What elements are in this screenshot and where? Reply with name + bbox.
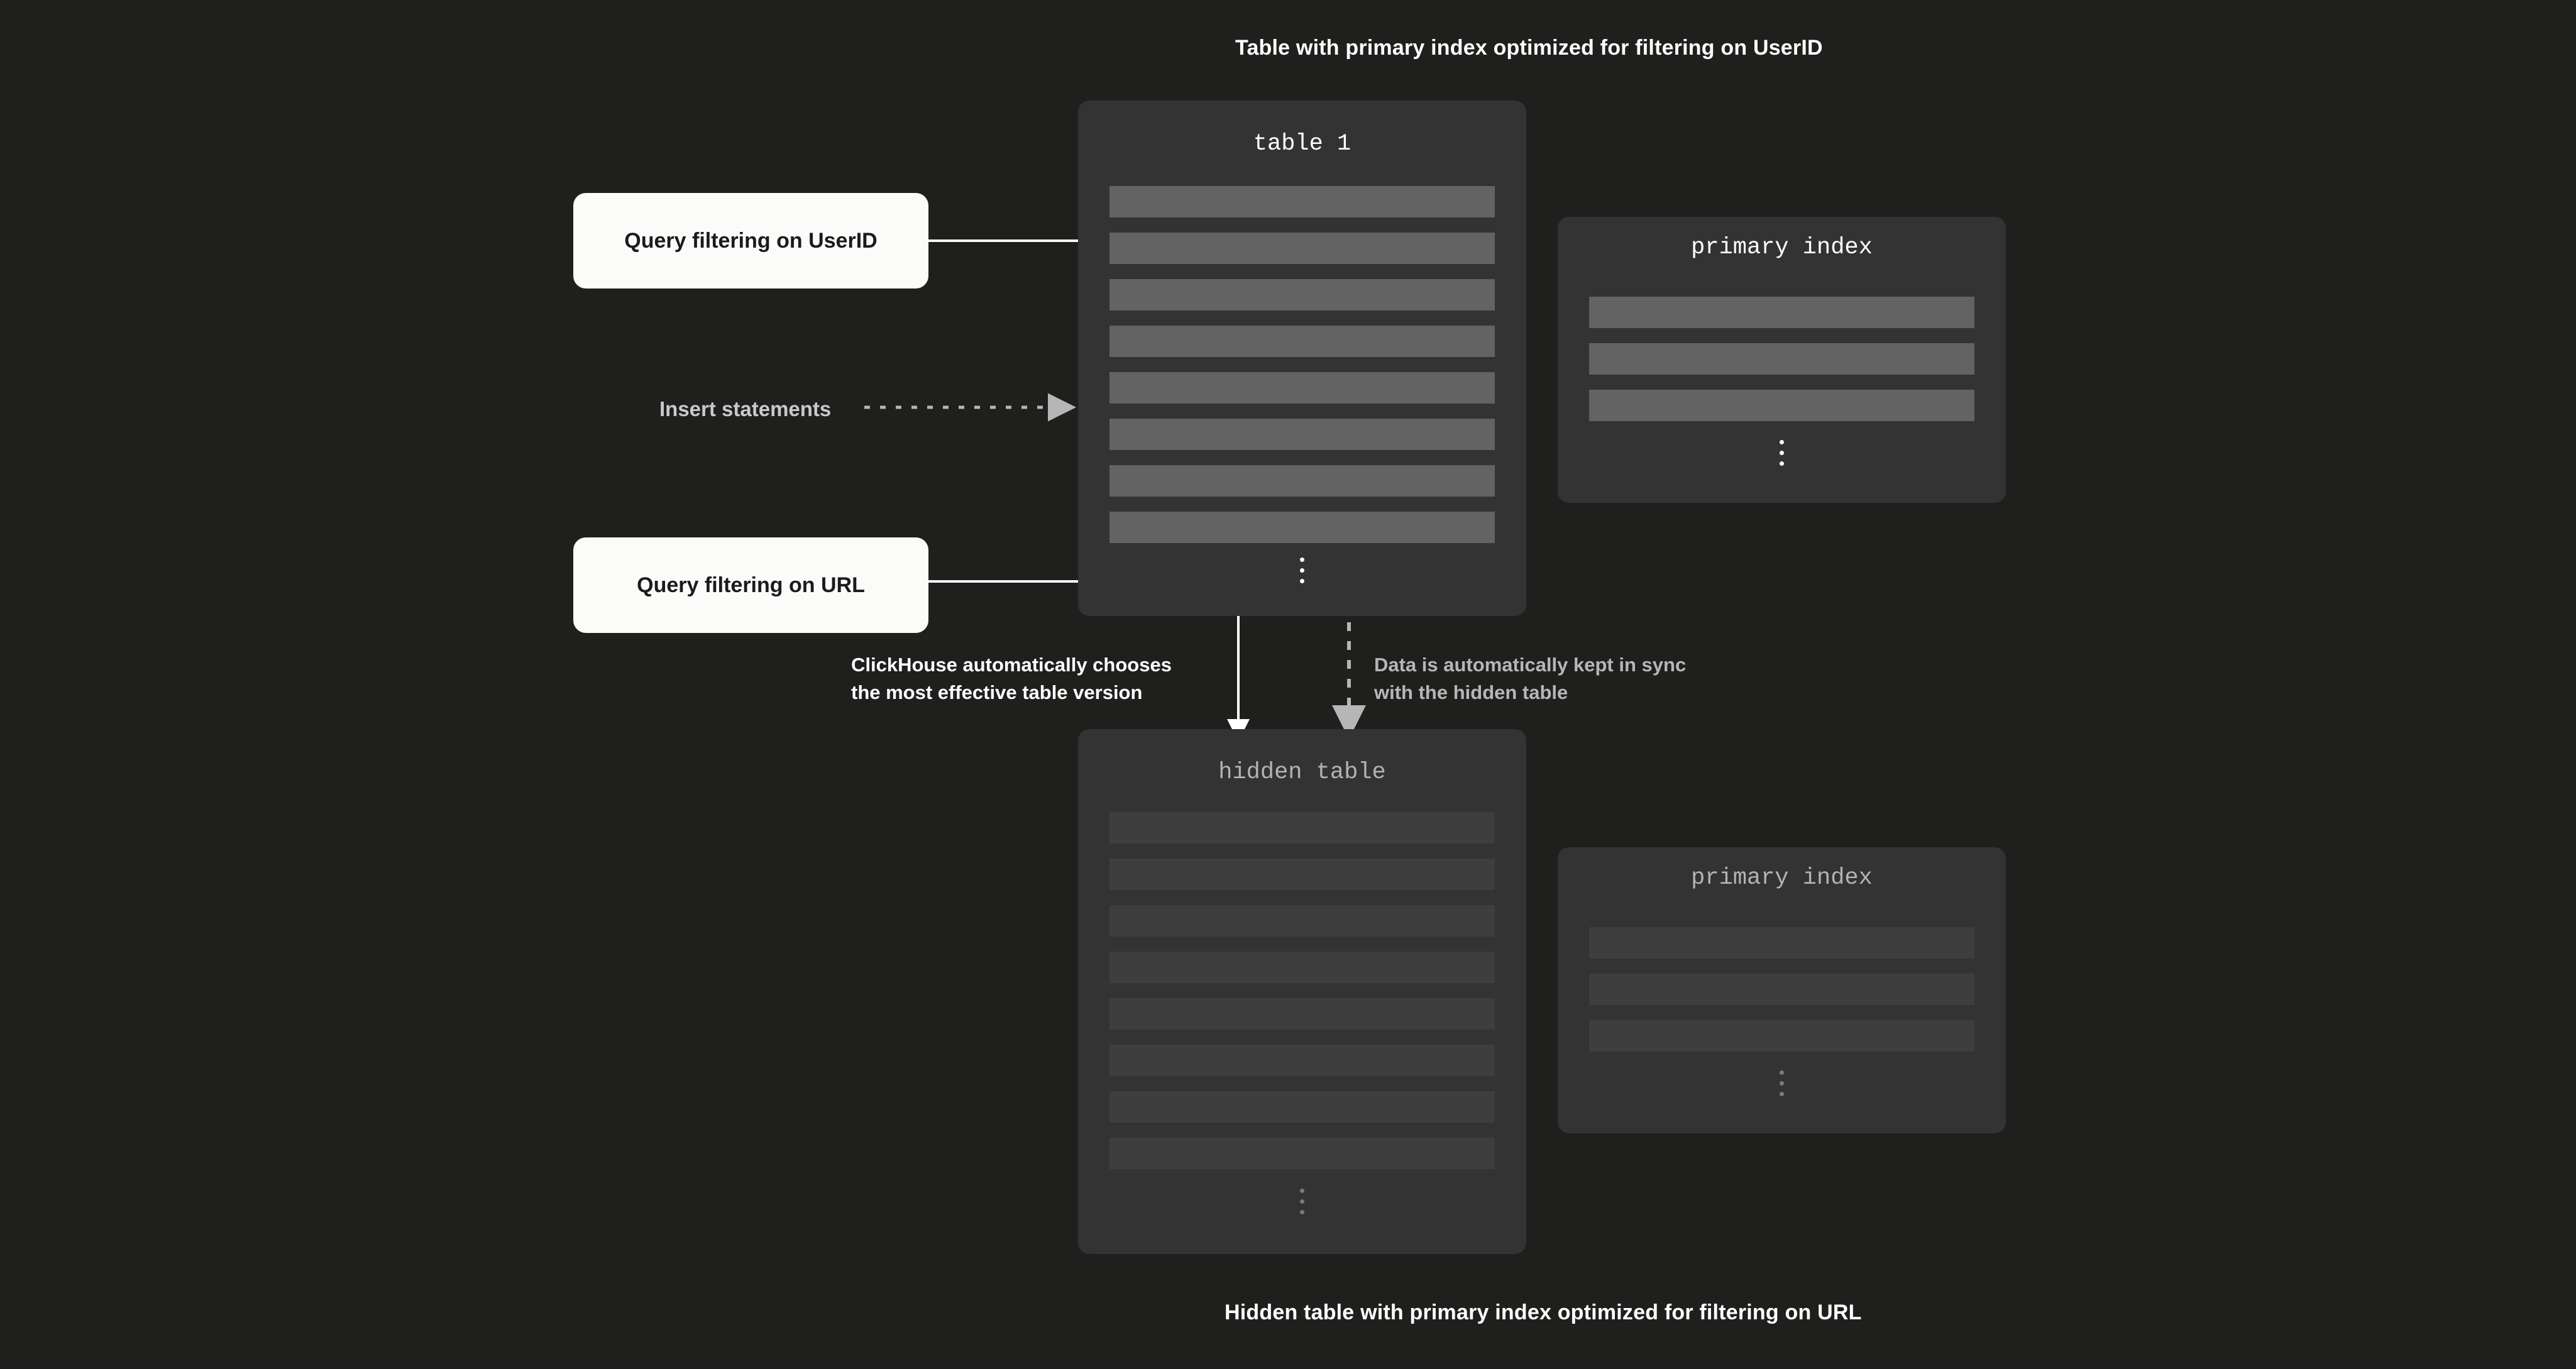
index-row (1589, 974, 1974, 1005)
clickhouse-chooses-version-label: ClickHouse automatically chooses the mos… (851, 654, 1172, 704)
primary-index-top-title: primary index (1691, 234, 1873, 261)
data-kept-in-sync-label: Data is automatically kept in sync with … (1374, 654, 1687, 704)
table-row (1109, 1138, 1495, 1169)
primary-index-top-panel: primary index (1558, 217, 2006, 503)
table-row (1109, 279, 1495, 311)
vertical-ellipsis-icon (1558, 440, 2006, 466)
query-filtering-on-userid-callout[interactable]: Query filtering on UserID (573, 193, 928, 289)
table-row (1109, 465, 1495, 497)
bottom-caption: Hidden table with primary index optimize… (1225, 1300, 1862, 1324)
table-row (1109, 905, 1495, 937)
primary-index-bottom-rows (1558, 927, 2006, 1067)
index-row (1589, 390, 1974, 421)
primary-index-bottom-panel: primary index (1558, 847, 2006, 1133)
index-row (1589, 1020, 1974, 1052)
index-row (1589, 343, 1974, 375)
table-row (1109, 326, 1495, 357)
table-row (1109, 1045, 1495, 1076)
table-1-rows (1078, 186, 1526, 558)
index-row (1589, 297, 1974, 328)
hidden-table-title: hidden table (1218, 759, 1386, 786)
vertical-ellipsis-icon (1558, 1070, 2006, 1096)
table-row (1109, 1091, 1495, 1123)
table-1-panel: table 1 (1078, 101, 1526, 616)
primary-index-bottom-title: primary index (1691, 865, 1873, 891)
table-row (1109, 512, 1495, 543)
vertical-ellipsis-icon (1078, 558, 1526, 583)
table-row (1109, 419, 1495, 450)
insert-statements-label: Insert statements (659, 397, 832, 421)
index-row (1589, 927, 1974, 959)
hidden-table-rows (1078, 812, 1526, 1184)
table-row (1109, 952, 1495, 983)
table-row (1109, 998, 1495, 1030)
primary-index-top-rows (1558, 297, 2006, 436)
hidden-table-panel: hidden table (1078, 729, 1526, 1254)
table-row (1109, 812, 1495, 844)
table-row (1109, 372, 1495, 404)
table-row (1109, 233, 1495, 264)
table-1-title: table 1 (1253, 131, 1351, 157)
vertical-ellipsis-icon (1078, 1189, 1526, 1214)
query-filtering-on-url-callout[interactable]: Query filtering on URL (573, 537, 928, 633)
top-caption: Table with primary index optimized for f… (1235, 36, 1823, 60)
table-row (1109, 859, 1495, 890)
table-row (1109, 186, 1495, 217)
